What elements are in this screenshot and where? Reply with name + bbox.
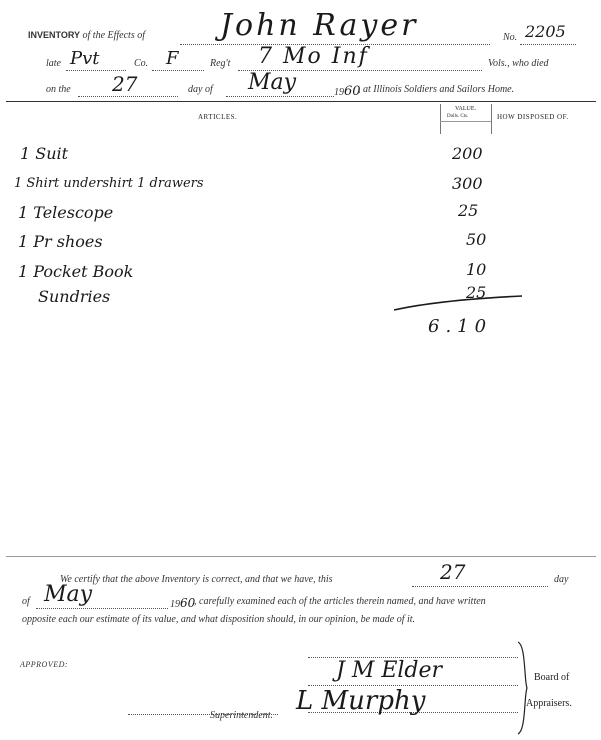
- regt-line: [238, 70, 482, 71]
- certify-of-label: of: [22, 596, 30, 607]
- body-bottom-rule: [6, 556, 596, 557]
- item-article-4: 1 Pr shoes: [18, 232, 103, 251]
- appraiser-line-2: [308, 685, 518, 686]
- rank-value: Pvt: [70, 48, 100, 69]
- appraisers-brace: [517, 641, 528, 735]
- death-year: 60: [344, 84, 361, 99]
- col-divider-2: [491, 104, 492, 134]
- certify-line-1: We certify that the above Inventory is c…: [60, 574, 333, 585]
- articles-header: ARTICLES.: [198, 113, 238, 121]
- item-value-4: 50: [466, 230, 487, 249]
- item-article-2: 1 Shirt undershirt 1 drawers: [14, 176, 204, 191]
- certify-year: 60: [180, 596, 196, 610]
- co-label: Co.: [134, 58, 149, 69]
- disposed-header: HOW DISPOSED OF.: [497, 113, 569, 121]
- no-line: [520, 44, 576, 45]
- appraisers-label: Appraisers.: [526, 698, 572, 709]
- item-value-3: 25: [458, 201, 479, 220]
- appraiser-line-1: [308, 657, 518, 658]
- signature-elder: J M Elder: [336, 658, 443, 683]
- superintendent-line: [128, 714, 278, 715]
- item-article-1: 1 Suit: [20, 144, 69, 163]
- inventory-title: INVENTORY: [28, 30, 81, 40]
- name-line: [180, 44, 490, 45]
- certify-day-line: [412, 586, 548, 587]
- regiment-value: 7 Mo Inf: [258, 44, 369, 69]
- of-effects-label: of the Effects of: [82, 30, 146, 41]
- item-value-2: 300: [452, 174, 483, 193]
- superintendent-label: Superintendent.: [210, 710, 274, 721]
- header-line-1: INVENTORY of the Effects of: [28, 30, 145, 41]
- item-value-6: 25: [466, 283, 487, 302]
- item-article-6: Sundries: [38, 287, 111, 306]
- year-prefix: 1960: [334, 84, 361, 99]
- value-subrule: [440, 121, 491, 122]
- death-day: 27: [112, 72, 138, 96]
- total-value: 6.10: [428, 316, 493, 337]
- board-of-label: Board of: [534, 672, 570, 683]
- deceased-name: John Rayer: [220, 8, 419, 43]
- late-line: [66, 70, 126, 71]
- home-label: , at Illinois Soldiers and Sailors Home.: [358, 84, 515, 95]
- certify-line-3: opposite each our estimate of its value,…: [22, 614, 416, 625]
- late-label: late: [46, 58, 61, 69]
- col-divider-1: [440, 104, 441, 134]
- dolls-cts-header: Dolls. Cts.: [447, 114, 469, 119]
- certify-month: May: [44, 582, 93, 607]
- record-number: 2205: [525, 22, 566, 41]
- day-of-label: day of: [188, 84, 213, 95]
- header-rule: [6, 101, 596, 102]
- death-month: May: [248, 70, 297, 95]
- item-article-5: 1 Pocket Book: [18, 262, 134, 281]
- approved-label: APPROVED:: [20, 660, 69, 669]
- certify-month-line: [36, 608, 168, 609]
- no-label: No.: [503, 32, 518, 43]
- company-value: F: [166, 48, 179, 69]
- regt-label: Reg't: [210, 58, 231, 69]
- certify-year-prefix: 1960: [170, 596, 196, 610]
- certify-line-2: , carefully examined each of the article…: [194, 596, 486, 607]
- month-line: [226, 96, 334, 97]
- item-value-1: 200: [452, 144, 483, 163]
- co-line: [152, 70, 204, 71]
- vols-died-label: Vols., who died: [488, 58, 549, 69]
- sum-stroke: [393, 295, 523, 311]
- item-value-5: 10: [466, 260, 487, 279]
- value-header: VALUE.: [455, 106, 477, 112]
- appraiser-line-3: [308, 712, 518, 713]
- day-line: [78, 96, 178, 97]
- item-article-3: 1 Telescope: [18, 203, 114, 222]
- certify-day: 27: [440, 560, 466, 584]
- on-the-label: on the: [46, 84, 71, 95]
- signature-murphy: L Murphy: [296, 686, 426, 716]
- certify-day-label: day: [554, 574, 569, 585]
